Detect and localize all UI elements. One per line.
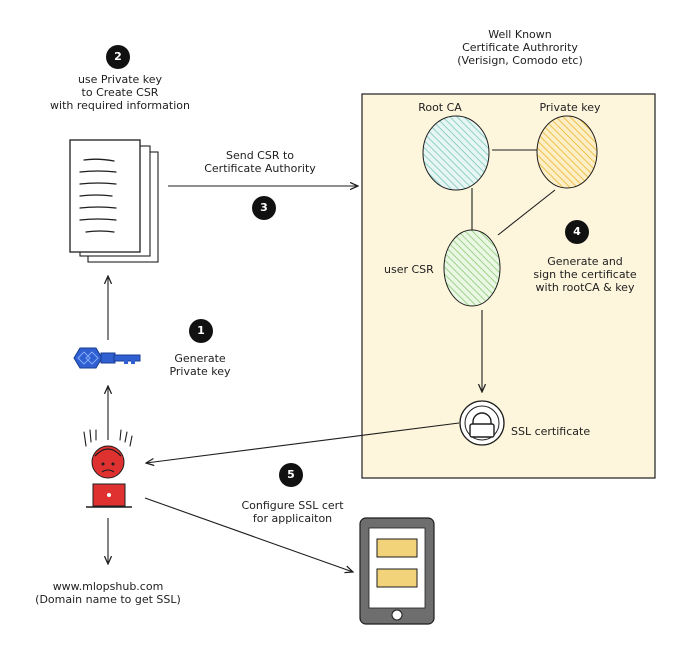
document-stack-icon <box>69 139 159 263</box>
step-3-badge: 3 <box>252 196 276 220</box>
domain-text: www.mlopshub.com (Domain name to get SSL… <box>18 580 198 606</box>
step-5-badge: 5 <box>279 463 303 487</box>
key-to-csr-line <box>497 189 556 236</box>
root-ca-label: Root CA <box>418 101 462 114</box>
key-icon <box>73 347 141 369</box>
step-1-text: Generate Private key <box>160 352 240 378</box>
step-2-line-1: use Private key <box>77 73 163 86</box>
step-1-line-1: Generate <box>174 352 226 365</box>
domain-line-2: (Domain name to get SSL) <box>35 593 181 606</box>
step-2-text: use Private key to Create CSR with requi… <box>30 73 210 112</box>
domain-line-1: www.mlopshub.com <box>52 580 164 593</box>
step-4-line-3: with rootCA & key <box>535 281 635 294</box>
user-to-tablet-arrow <box>144 497 353 572</box>
step-3-text: Send CSR to Certificate Authority <box>180 149 340 175</box>
tablet-icon <box>359 517 435 625</box>
step-4-line-1: Generate and <box>547 255 623 268</box>
person-laptop-icon <box>83 429 133 508</box>
root-ca-node <box>422 115 490 191</box>
step-3-line-2: Certificate Authority <box>204 162 316 175</box>
ca-header-line-3: (Verisign, Comodo etc) <box>457 54 583 67</box>
ca-header-line-2: Certificate Authrority <box>462 41 578 54</box>
ca-box <box>361 93 656 479</box>
step-4-badge: 4 <box>565 220 589 244</box>
private-key-label: Private key <box>539 101 601 114</box>
cert-to-user-arrow <box>146 422 460 463</box>
step-1-badge: 1 <box>189 319 213 343</box>
step-5-line-2: for applicaiton <box>252 512 333 525</box>
step-4-line-2: sign the certificate <box>533 268 637 281</box>
step-4-text: Generate and sign the certificate with r… <box>520 255 650 294</box>
step-2-badge: 2 <box>106 45 130 69</box>
user-csr-node <box>443 229 501 307</box>
step-2-line-3: with required information <box>50 99 190 112</box>
ca-header: Well Known Certificate Authrority (Veris… <box>420 28 620 67</box>
step-5-line-1: Configure SSL cert <box>241 499 344 512</box>
step-5-text: Configure SSL cert for applicaiton <box>220 499 365 525</box>
step-2-line-2: to Create CSR <box>81 86 159 99</box>
user-csr-label: user CSR <box>384 263 434 276</box>
certificate-seal-icon <box>459 400 505 446</box>
ca-header-line-1: Well Known <box>488 28 552 41</box>
step-3-line-1: Send CSR to <box>225 149 295 162</box>
ssl-certificate-label: SSL certificate <box>511 425 591 438</box>
step-1-line-2: Private key <box>169 365 231 378</box>
private-key-node <box>536 115 598 189</box>
